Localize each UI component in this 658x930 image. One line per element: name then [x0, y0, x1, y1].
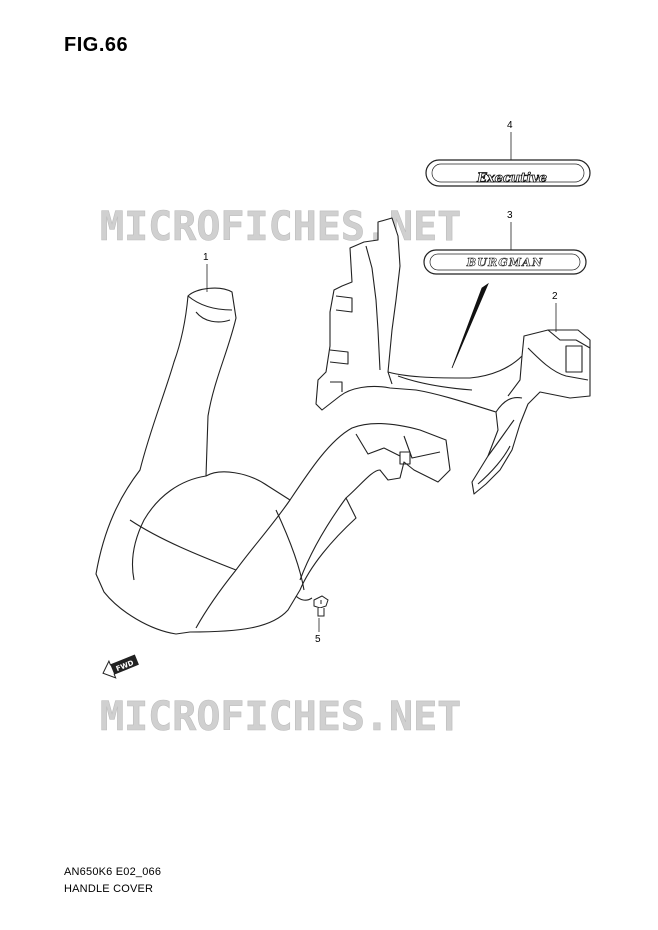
watermark-top: MICROFICHES.NET: [100, 204, 461, 250]
part-5-clip: [313, 595, 329, 617]
callout-2: 2: [552, 291, 558, 302]
part-1-handle-cover-front: [95, 287, 451, 635]
fwd-direction-badge: FWD: [102, 654, 139, 679]
callout-5: 5: [315, 634, 321, 645]
watermark-bottom: MICROFICHES.NET: [100, 694, 461, 740]
callout-3: 3: [507, 210, 513, 221]
model-code: AN650K6 E02_066: [64, 866, 162, 878]
figure-title: FIG.66: [64, 34, 129, 56]
part-2-handle-cover-upper: [315, 217, 591, 495]
fwd-label: FWD: [115, 659, 135, 673]
callout-leaders: [206, 132, 557, 632]
part-3-emblem-burgman: BURGMAN: [423, 249, 587, 275]
emblem-burgman-text: BURGMAN: [466, 256, 544, 269]
placement-arrow: [451, 282, 489, 369]
callout-4: 4: [507, 120, 513, 131]
part-4-emblem-executive: Executive: [425, 159, 591, 187]
callout-1: 1: [203, 252, 209, 263]
group-name: HANDLE COVER: [64, 883, 154, 895]
emblem-executive-text: Executive: [476, 171, 547, 186]
